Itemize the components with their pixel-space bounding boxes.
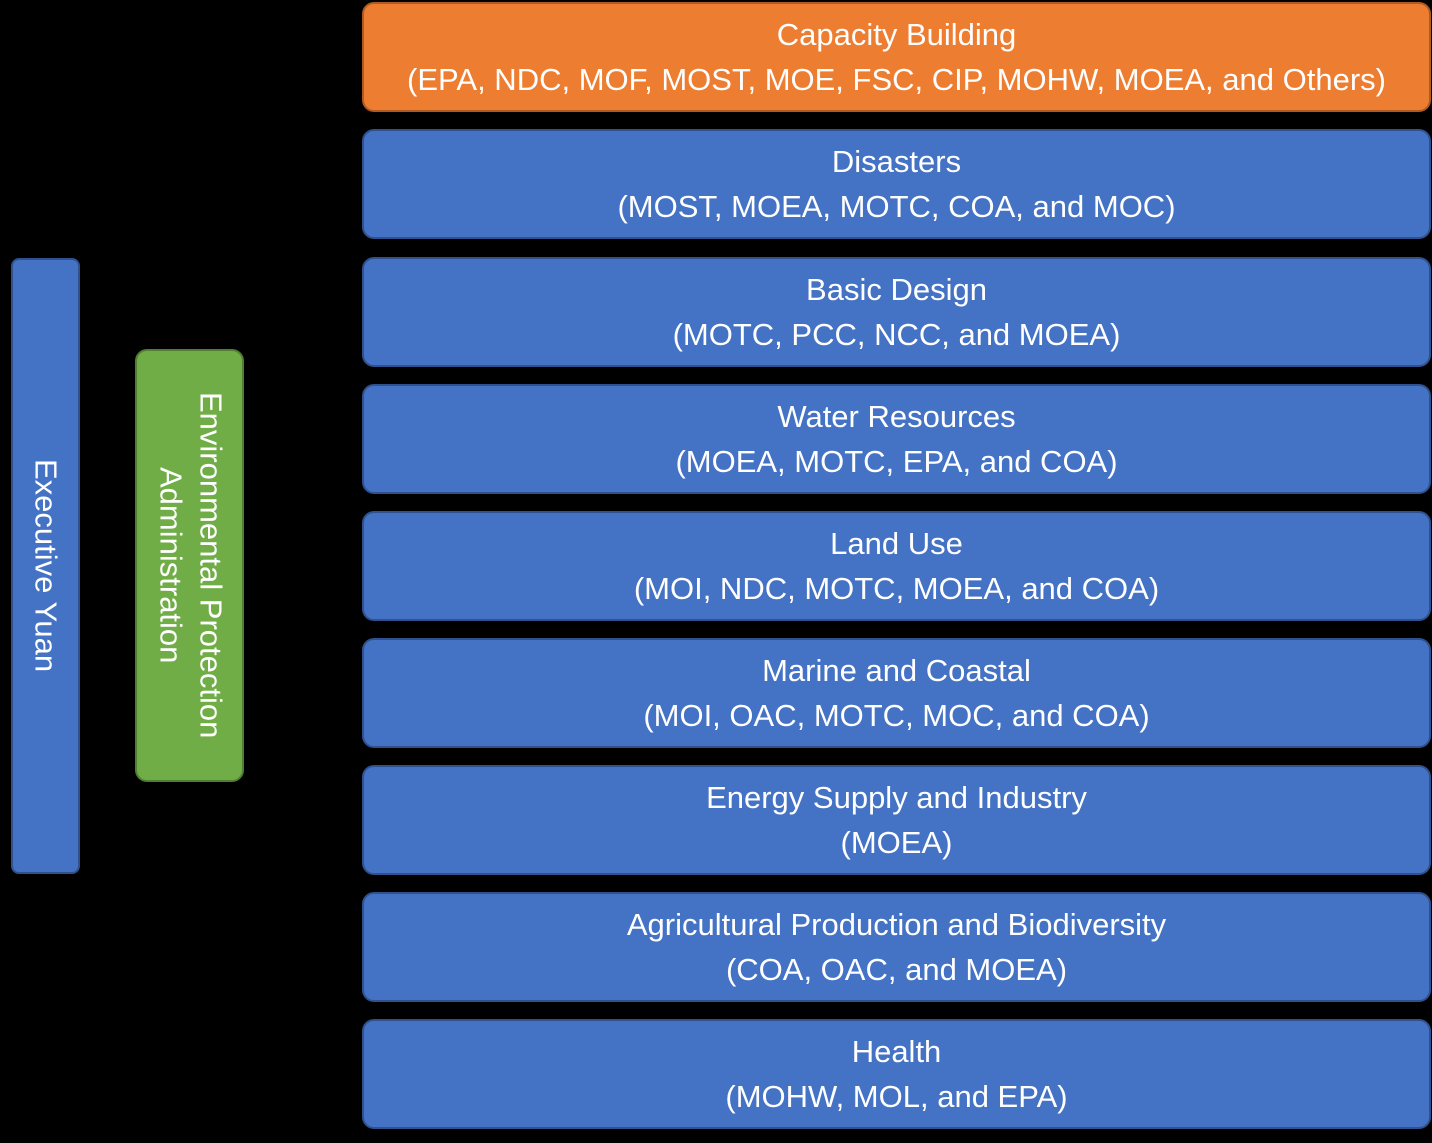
sector-agriculture-biodiversity: Agricultural Production and Biodiversity…	[362, 892, 1431, 1002]
sector-name: Marine and Coastal	[762, 653, 1031, 688]
sector-agencies: (MOEA)	[840, 825, 953, 860]
sector-name: Basic Design	[806, 272, 987, 307]
sector-energy-supply-industry: Energy Supply and Industry (MOEA)	[362, 765, 1431, 875]
sector-agencies: (MOST, MOEA, MOTC, COA, and MOC)	[617, 189, 1176, 224]
sector-agencies: (EPA, NDC, MOF, MOST, MOE, FSC, CIP, MOH…	[407, 62, 1386, 97]
sector-name: Disasters	[831, 144, 962, 179]
sector-name: Water Resources	[777, 399, 1016, 434]
sector-agencies: (MOEA, MOTC, EPA, and COA)	[675, 444, 1118, 479]
sector-health: Health (MOHW, MOL, and EPA)	[362, 1019, 1431, 1129]
executive-yuan-box: Executive Yuan	[11, 258, 80, 874]
sector-capacity-building: Capacity Building (EPA, NDC, MOF, MOST, …	[362, 2, 1431, 112]
sector-name: Capacity Building	[776, 17, 1017, 52]
sector-agencies: (COA, OAC, and MOEA)	[725, 952, 1068, 987]
sector-agencies: (MOTC, PCC, NCC, and MOEA)	[672, 317, 1121, 352]
sector-name: Agricultural Production and Biodiversity	[626, 907, 1167, 942]
sector-agencies: (MOI, NDC, MOTC, MOEA, and COA)	[633, 571, 1160, 606]
sector-basic-design: Basic Design (MOTC, PCC, NCC, and MOEA)	[362, 257, 1431, 367]
sector-name: Energy Supply and Industry	[706, 780, 1087, 815]
epa-label: Environmental Protection Administration	[153, 392, 229, 739]
sector-marine-coastal: Marine and Coastal (MOI, OAC, MOTC, MOC,…	[362, 638, 1431, 748]
sector-name: Land Use	[830, 526, 963, 561]
sector-agencies: (MOI, OAC, MOTC, MOC, and COA)	[643, 698, 1150, 733]
sector-agencies: (MOHW, MOL, and EPA)	[725, 1079, 1068, 1114]
sector-disasters: Disasters (MOST, MOEA, MOTC, COA, and MO…	[362, 129, 1431, 239]
sector-name: Health	[851, 1034, 942, 1069]
sector-water-resources: Water Resources (MOEA, MOTC, EPA, and CO…	[362, 384, 1431, 494]
executive-yuan-label: Executive Yuan	[28, 459, 64, 673]
sector-land-use: Land Use (MOI, NDC, MOTC, MOEA, and COA)	[362, 511, 1431, 621]
epa-box: Environmental Protection Administration	[135, 349, 244, 782]
